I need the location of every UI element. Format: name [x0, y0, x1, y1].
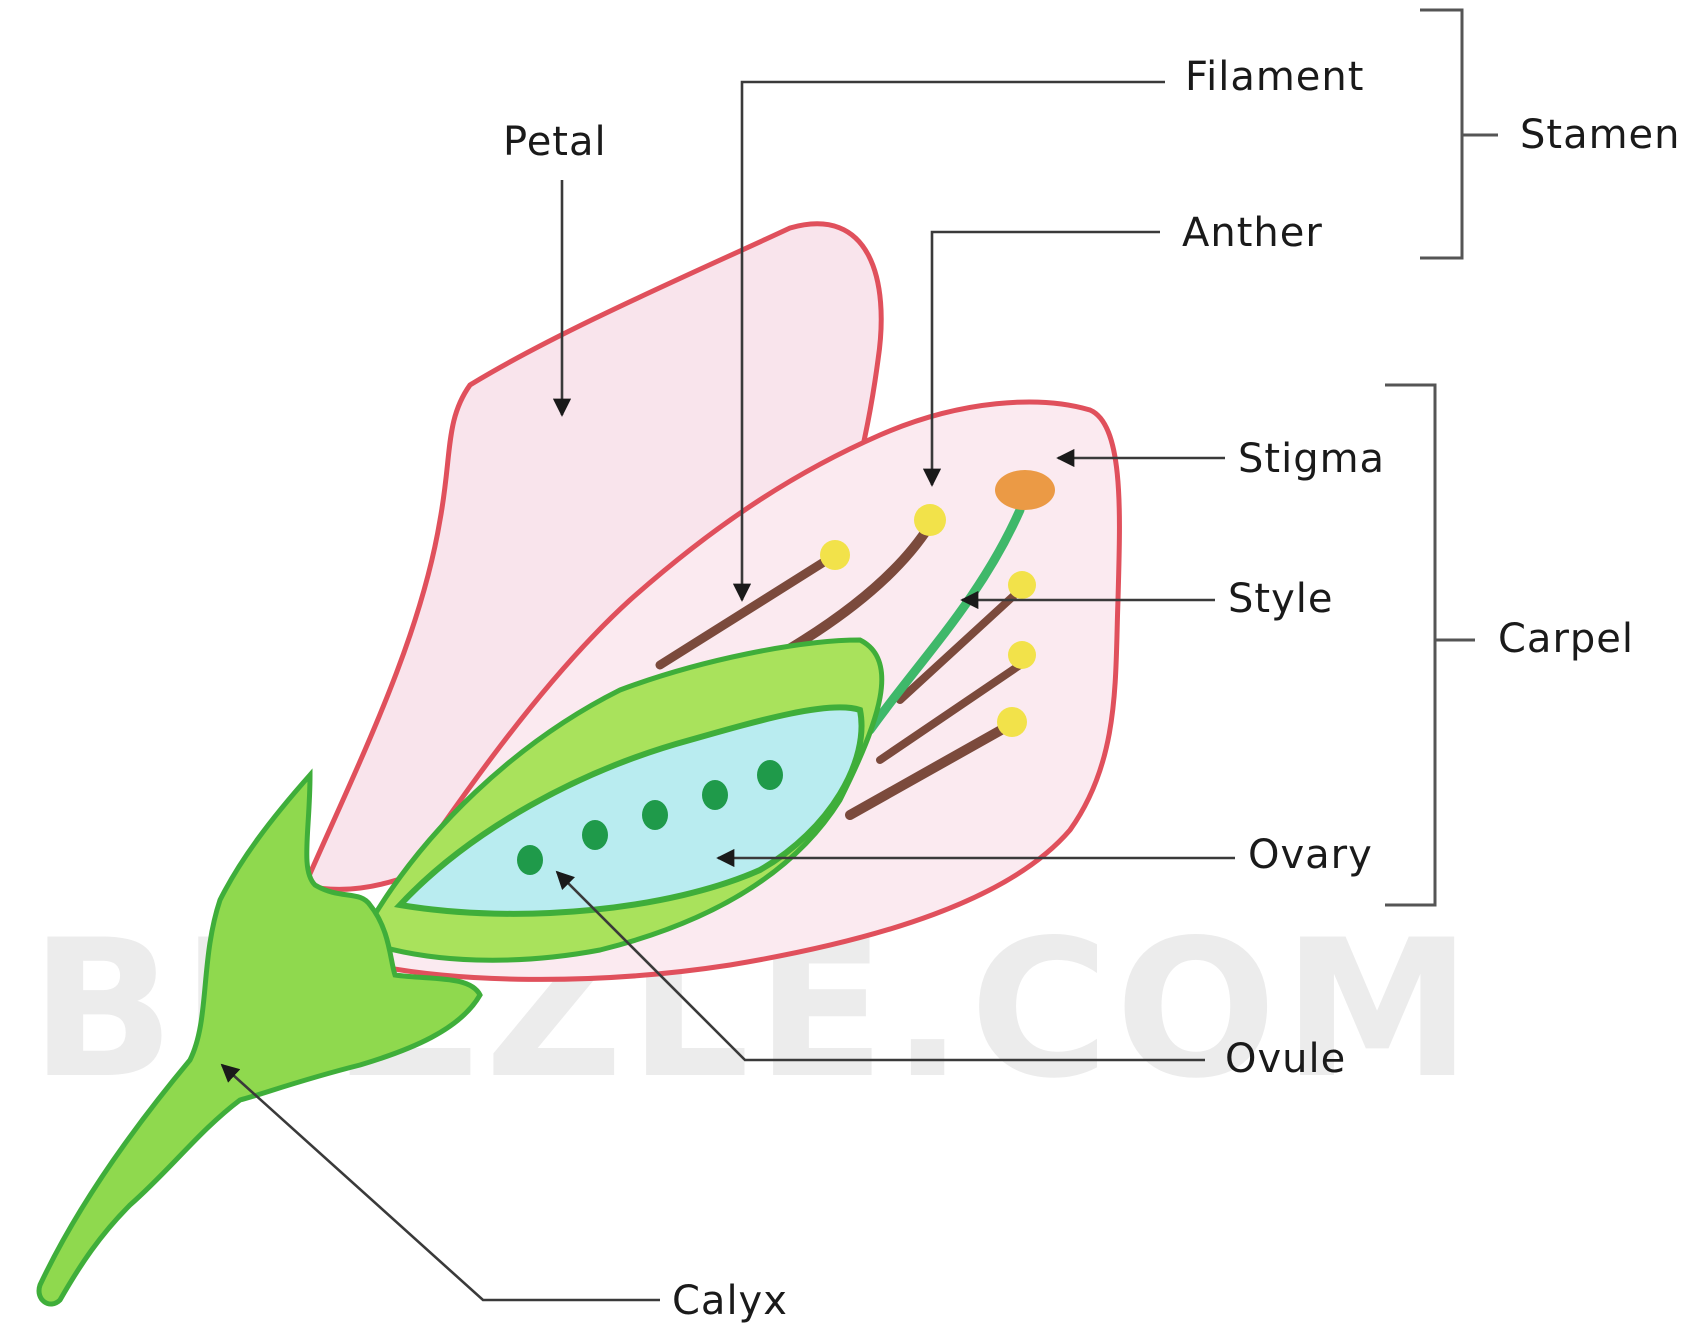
petal-label: Petal	[503, 119, 607, 165]
carpel-bracket	[1385, 385, 1475, 905]
ovary-label: Ovary	[1248, 832, 1373, 878]
carpel-label: Carpel	[1498, 616, 1634, 662]
style-label: Style	[1228, 576, 1333, 622]
stigma-label: Stigma	[1238, 436, 1385, 482]
stamen-label: Stamen	[1520, 112, 1681, 158]
stigma-tip	[995, 470, 1055, 510]
anther-label: Anther	[1182, 210, 1323, 256]
ovule-label: Ovule	[1225, 1036, 1346, 1082]
calyx-label: Calyx	[672, 1278, 788, 1324]
stamen-bracket	[1420, 10, 1498, 258]
filament-label: Filament	[1185, 54, 1364, 100]
